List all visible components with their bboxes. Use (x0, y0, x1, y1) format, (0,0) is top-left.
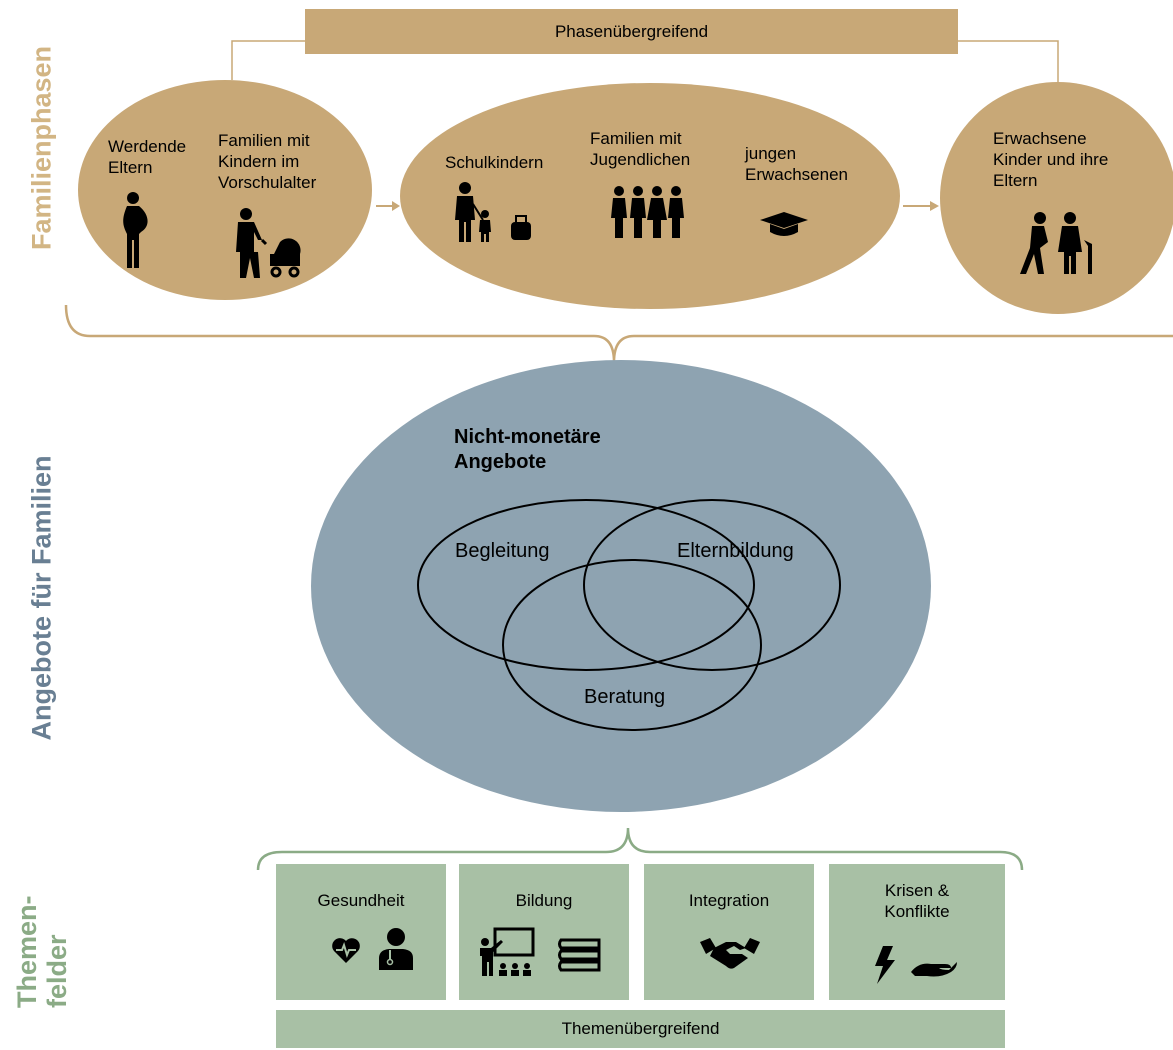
elderly-couple-icon (1020, 212, 1092, 274)
venn-label-beratung: Beratung (584, 686, 666, 708)
arrow-1-head (392, 201, 400, 211)
venn-beratung (502, 559, 762, 731)
venn-label-elternbildung: Elternbildung (677, 540, 794, 562)
group-of-teens-icon (611, 186, 684, 238)
venn-elternbildung (583, 499, 841, 671)
phase-label-schulkindern: Schulkindern (445, 153, 544, 172)
theme-label-integration: Integration (688, 891, 770, 910)
theme-brace (256, 827, 1024, 871)
handshake-icon (700, 938, 760, 969)
theme-crossing-label: Themenübergreifend (561, 1019, 720, 1038)
heartbeat-icon (332, 938, 360, 963)
phase-brace (64, 304, 1173, 363)
phase-oval-middle (400, 83, 900, 309)
pregnant-woman-icon (123, 192, 148, 268)
phase-crossing-bar: Phasenübergreifend (305, 9, 958, 54)
graduation-cap-icon (760, 212, 808, 236)
arrow-2-head (930, 201, 939, 211)
mother-with-stroller-icon (236, 208, 301, 278)
theme-label-bildung: Bildung (515, 891, 573, 910)
theme-crossing-bar: Themenübergreifend (276, 1010, 1005, 1048)
phase-crossing-label: Phasenübergreifend (554, 21, 709, 41)
venn-begleitung (417, 499, 755, 671)
phase-oval-late (940, 82, 1173, 314)
theme-box-integration: Integration (644, 864, 814, 1000)
helping-hand-icon (911, 962, 957, 977)
parent-child-schoolbag-icon (455, 182, 531, 242)
theme-label-krisen: Krisen &Konflikte (884, 881, 950, 921)
doctor-icon (379, 928, 413, 970)
theme-box-bildung: Bildung (459, 864, 629, 1000)
books-icon (558, 938, 601, 972)
teacher-board-icon (480, 927, 535, 976)
offers-ellipse (311, 360, 931, 812)
theme-label-gesundheit: Gesundheit (317, 891, 405, 910)
venn-label-begleitung: Begleitung (455, 540, 550, 562)
lightning-icon (875, 946, 895, 984)
theme-box-gesundheit: Gesundheit (276, 864, 446, 1000)
theme-box-krisen: Krisen &Konflikte (829, 864, 1005, 1000)
